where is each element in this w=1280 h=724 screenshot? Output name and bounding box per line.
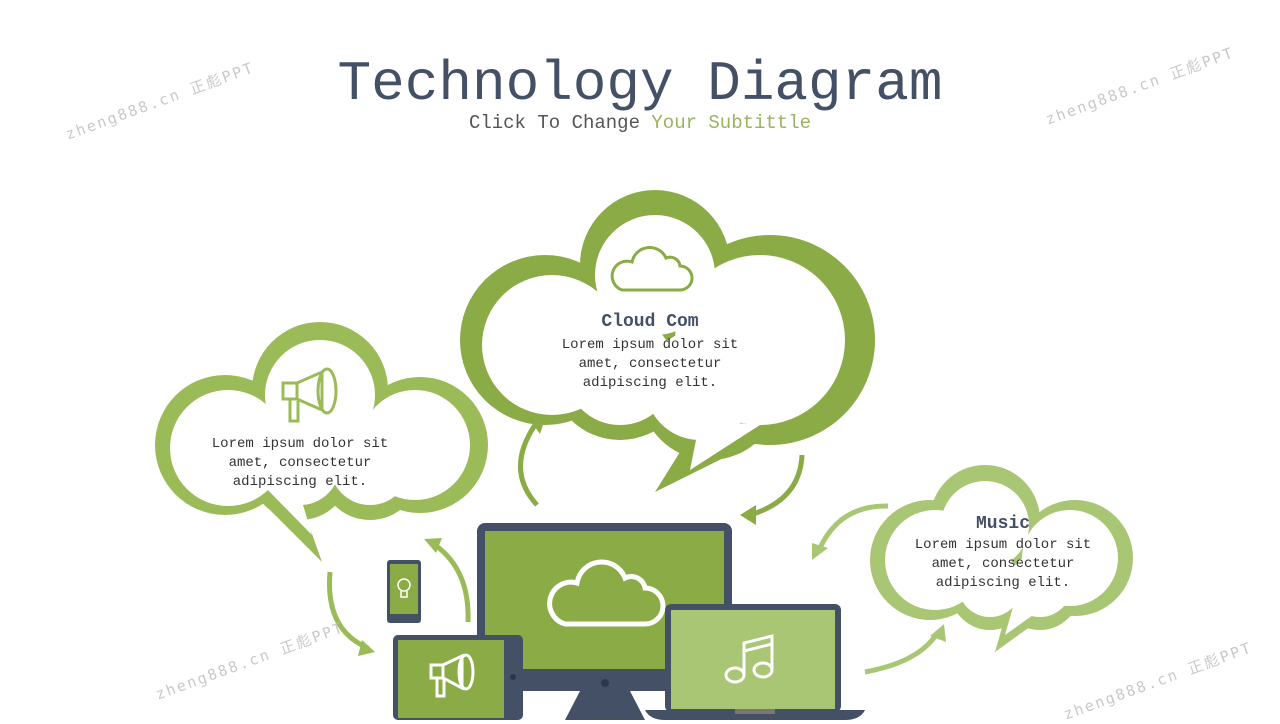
lightbulb-icon (397, 578, 411, 598)
page-subtitle[interactable]: Click To Change Your Subtittle (0, 112, 1280, 134)
cloud-right (870, 465, 1133, 652)
cloud-center (460, 190, 875, 492)
cloud-text-line: amet, consectetur (578, 356, 722, 372)
tablet (393, 635, 523, 720)
cloud-title: Cloud Com (601, 312, 699, 332)
left-cloud-block: Lorem ipsum dolor sit amet, consectetur … (190, 435, 410, 492)
phone (387, 560, 421, 623)
cloud-text-line: Lorem ipsum dolor sit (211, 436, 389, 452)
cloud-icon (610, 246, 694, 292)
page-title: Technology Diagram (337, 52, 943, 116)
music-icon (724, 634, 774, 684)
cloud-com-block: Cloud Com Lorem ipsum dolor sit amet, co… (540, 312, 760, 393)
megaphone-icon (429, 653, 475, 698)
subtitle-part1: Click To Change (468, 112, 640, 134)
laptop (645, 604, 865, 720)
cloud-text-line: adipiscing elit. (232, 474, 368, 490)
megaphone-icon (281, 367, 338, 423)
cloud-text-line: amet, consectetur (228, 455, 372, 471)
cloud-title: Music (975, 514, 1030, 534)
cloud-text-line: Lorem ipsum dolor sit (914, 537, 1092, 553)
cloud-left (155, 322, 488, 562)
cloud-icon (547, 559, 666, 627)
cloud-text-line: adipiscing elit. (582, 375, 718, 391)
cloud-text-line: Lorem ipsum dolor sit (561, 337, 739, 353)
cloud-text-line: amet, consectetur (931, 556, 1075, 572)
cloud-text-line: adipiscing elit. (935, 575, 1071, 591)
subtitle-part2: Your Subtittle (651, 112, 812, 134)
arrows (326, 418, 946, 675)
music-block: Music Lorem ipsum dolor sit amet, consec… (893, 514, 1113, 593)
